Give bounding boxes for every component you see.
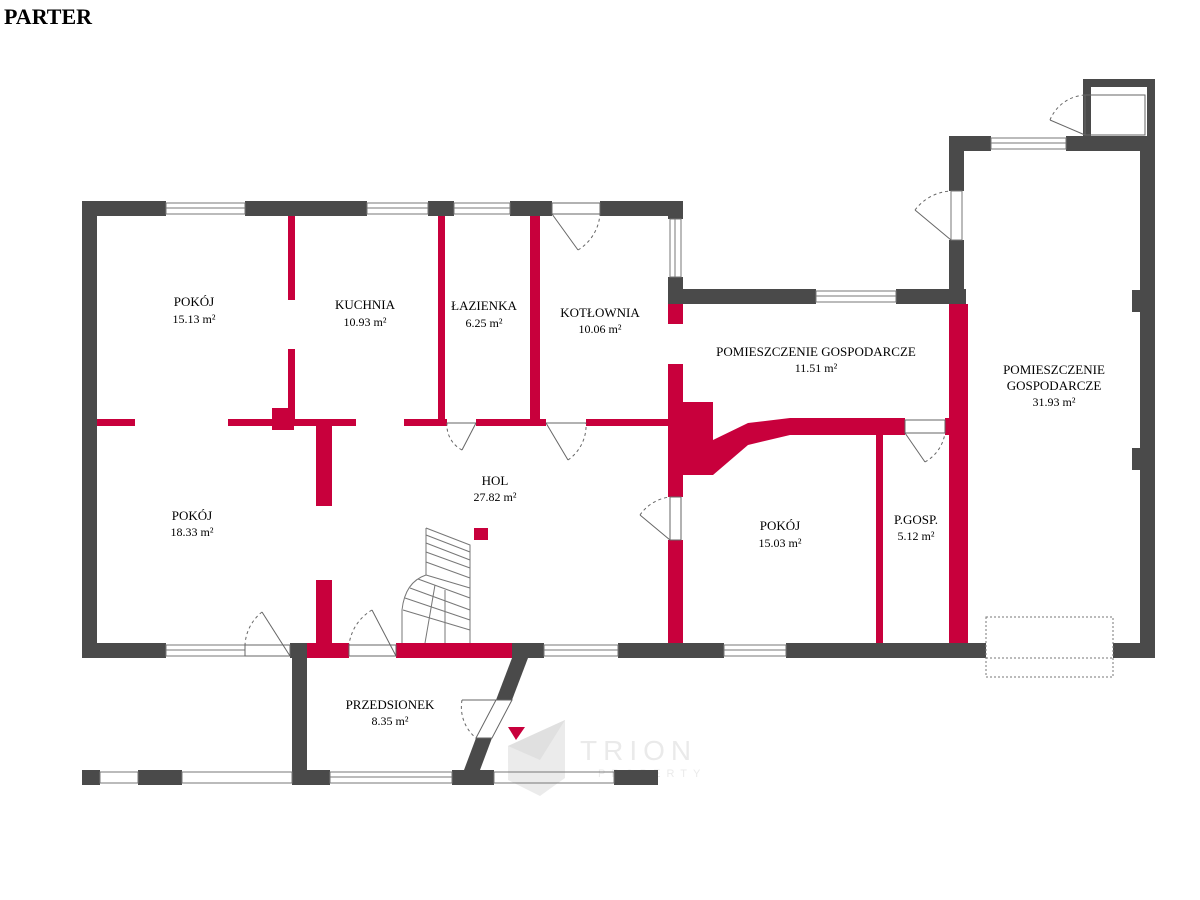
room-area: 18.33 m² bbox=[171, 525, 214, 539]
room-name: POKÓJ bbox=[174, 294, 214, 309]
plan-title: PARTER bbox=[4, 4, 93, 29]
room-name: KOTŁOWNIA bbox=[560, 305, 640, 320]
room-label-lazienka: ŁAZIENKA 6.25 m² bbox=[451, 298, 517, 330]
room-name: POKÓJ bbox=[760, 518, 800, 533]
room-name: P.GOSP. bbox=[894, 512, 938, 527]
room-area: 27.82 m² bbox=[474, 490, 517, 504]
room-area: 5.12 m² bbox=[898, 529, 935, 543]
windows bbox=[99, 137, 1114, 784]
room-label-pomieszczenie-gospodarcze-small: POMIESZCZENIE GOSPODARCZE 11.51 m² bbox=[716, 344, 916, 375]
room-area: 15.13 m² bbox=[173, 312, 216, 326]
room-label-pokoj-nw: POKÓJ 15.13 m² bbox=[173, 294, 216, 326]
watermark-text: TRION bbox=[580, 735, 697, 766]
watermark-logo: TRION PROPERTY bbox=[508, 720, 700, 796]
room-area: 10.06 m² bbox=[579, 322, 622, 336]
room-area: 6.25 m² bbox=[466, 316, 503, 330]
outer-walls bbox=[82, 79, 1155, 785]
room-label-pokoj-sw: POKÓJ 18.33 m² bbox=[171, 508, 214, 539]
inner-walls bbox=[97, 216, 968, 740]
room-area: 31.93 m² bbox=[1033, 395, 1076, 409]
room-area: 8.35 m² bbox=[372, 714, 409, 728]
staircase bbox=[401, 527, 471, 644]
room-area: 10.93 m² bbox=[344, 315, 387, 329]
room-name: POKÓJ bbox=[172, 508, 212, 523]
doors bbox=[244, 94, 1146, 739]
room-area: 11.51 m² bbox=[795, 361, 838, 375]
room-label-kotlownia: KOTŁOWNIA 10.06 m² bbox=[560, 305, 640, 336]
room-name: KUCHNIA bbox=[335, 297, 396, 312]
room-name: POMIESZCZENIE GOSPODARCZE bbox=[716, 344, 916, 359]
room-name-line1: POMIESZCZENIE bbox=[1003, 362, 1105, 377]
room-label-p-gosp: P.GOSP. 5.12 m² bbox=[894, 512, 938, 543]
room-label-hol: HOL 27.82 m² bbox=[474, 473, 517, 504]
room-label-kuchnia: KUCHNIA 10.93 m² bbox=[335, 297, 396, 329]
room-label-pomieszczenie-gospodarcze-large: POMIESZCZENIE GOSPODARCZE 31.93 m² bbox=[1003, 362, 1105, 409]
room-name: HOL bbox=[482, 473, 509, 488]
room-area: 15.03 m² bbox=[759, 536, 802, 550]
room-name-line2: GOSPODARCZE bbox=[1007, 378, 1102, 393]
room-label-pokoj-s: POKÓJ 15.03 m² bbox=[759, 518, 802, 550]
room-label-przedsionek: PRZEDSIONEK 8.35 m² bbox=[346, 697, 435, 728]
room-name: ŁAZIENKA bbox=[451, 298, 517, 313]
room-name: PRZEDSIONEK bbox=[346, 697, 435, 712]
